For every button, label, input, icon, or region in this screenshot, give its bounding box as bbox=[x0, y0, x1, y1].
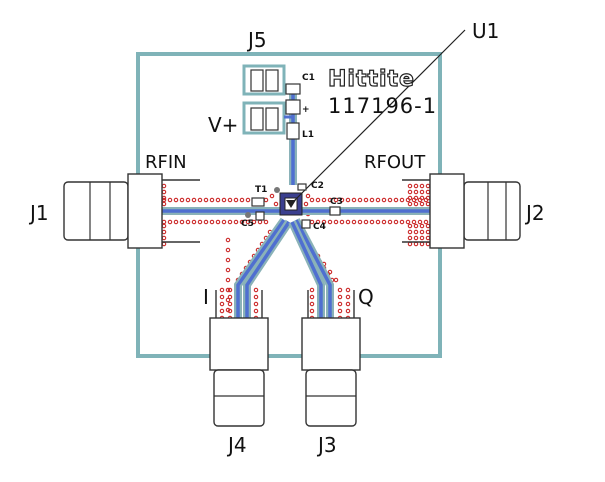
label-c1: C1 bbox=[302, 73, 315, 83]
label-c3: C3 bbox=[330, 197, 343, 207]
label-c2: C2 bbox=[311, 181, 324, 191]
j1-connector bbox=[63, 173, 200, 249]
label-rfin: RFIN bbox=[145, 152, 187, 173]
label-j3: J3 bbox=[316, 433, 337, 457]
j5-pads bbox=[242, 64, 301, 140]
j2-connector bbox=[402, 173, 521, 249]
u1-leader bbox=[290, 29, 466, 205]
label-vplus: V+ bbox=[208, 113, 238, 137]
label-j4: J4 bbox=[226, 433, 247, 457]
label-plus: + bbox=[302, 105, 310, 115]
j3-connector bbox=[301, 290, 361, 427]
label-j1: J1 bbox=[28, 201, 49, 225]
label-c5: C5 bbox=[241, 219, 254, 229]
label-t1: T1 bbox=[255, 185, 267, 195]
label-j2: J2 bbox=[524, 201, 545, 225]
smd-parts bbox=[245, 183, 341, 229]
label-q: Q bbox=[358, 285, 374, 309]
part-number: 117196-1 bbox=[328, 94, 437, 118]
label-l1: L1 bbox=[302, 130, 314, 140]
label-j5: J5 bbox=[246, 28, 267, 52]
label-u1: U1 bbox=[472, 19, 499, 43]
label-rfout: RFOUT bbox=[364, 152, 426, 173]
hittite-logo: Hittite bbox=[328, 67, 415, 92]
label-c4: C4 bbox=[313, 222, 326, 232]
label-i: I bbox=[203, 285, 209, 309]
j4-connector bbox=[209, 290, 269, 427]
